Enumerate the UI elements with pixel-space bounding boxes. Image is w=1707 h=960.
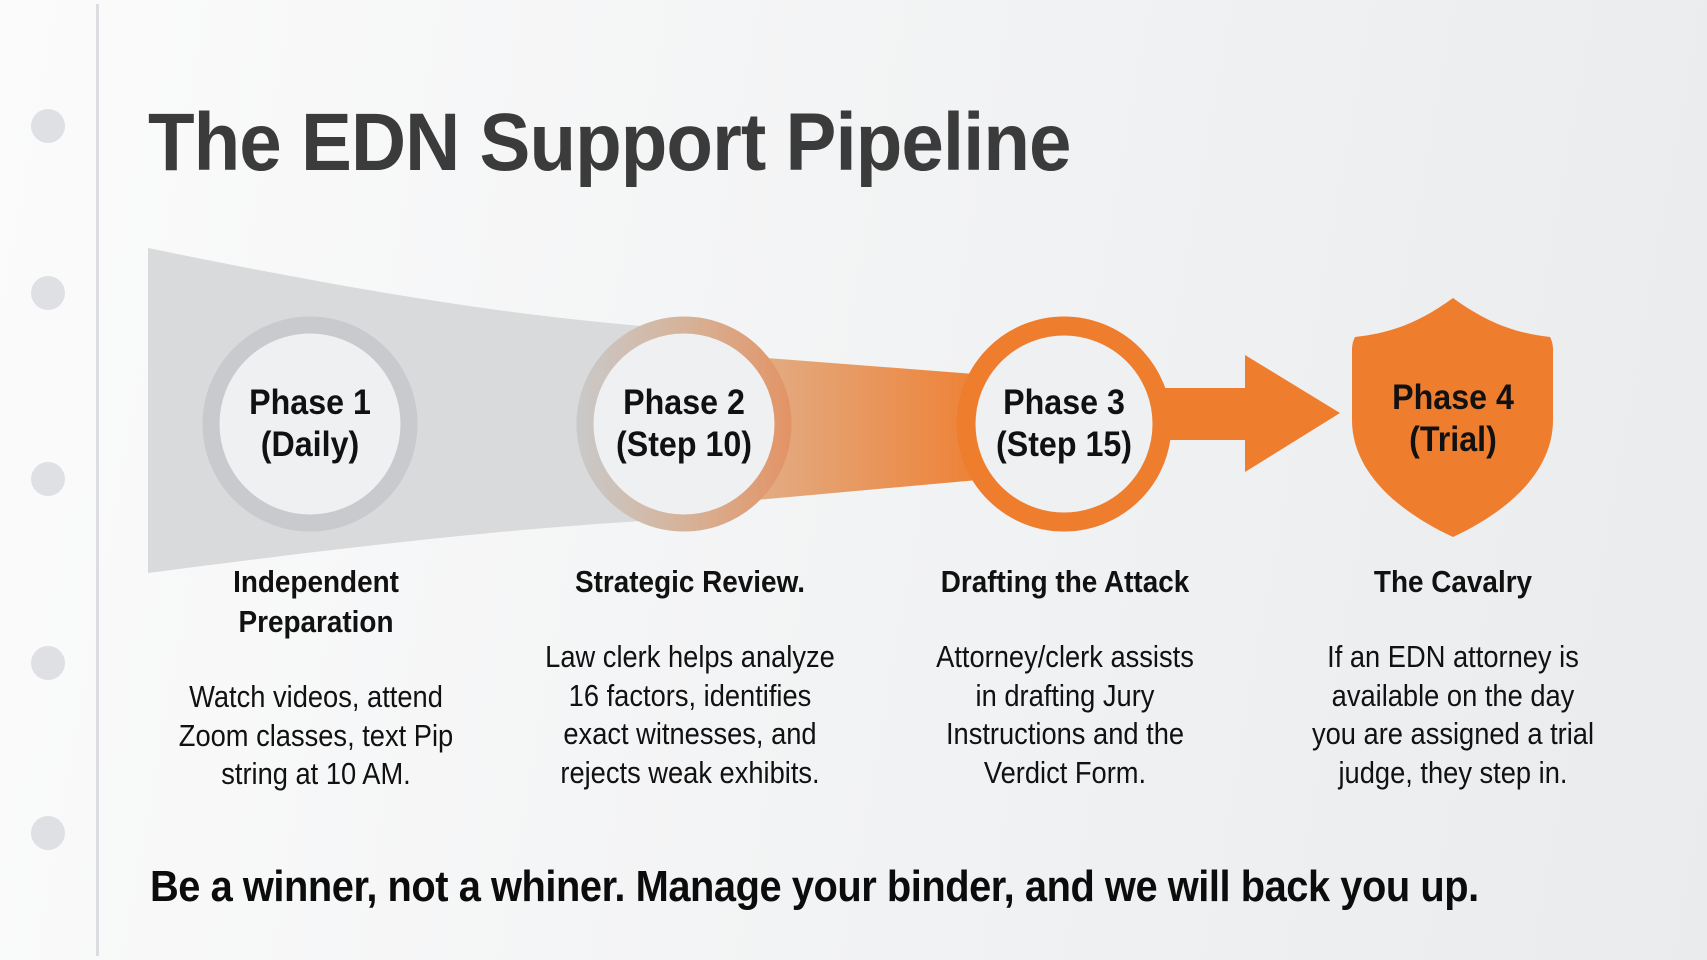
phase-description: Attorney/clerk assists in drafting Jury … <box>902 638 1228 792</box>
phase-sub: (Step 15) <box>996 425 1132 464</box>
description-line: Instructions and the <box>945 716 1185 751</box>
description-line: Law clerk helps analyze <box>545 639 835 674</box>
phase-2-ring <box>576 316 792 532</box>
punch-hole-icon <box>31 109 65 143</box>
description-line: Attorney/clerk assists <box>936 639 1194 674</box>
description-line: Zoom classes, text Pip <box>178 717 454 753</box>
phase-description: Law clerk helps analyze 16 factors, iden… <box>527 638 853 792</box>
heading-line: Strategic Review. <box>574 564 806 599</box>
phase-1-label: Phase 1 (Daily) <box>209 382 411 466</box>
phase-3-ring <box>956 316 1172 532</box>
phase-description: Watch videos, attend Zoom classes, text … <box>153 678 479 794</box>
tagline: Be a winner, not a whiner. Manage your b… <box>150 862 1479 911</box>
phase-name: Phase 4 <box>1392 378 1514 417</box>
phase-4-details: The Cavalry If an EDN attorney is availa… <box>1268 562 1638 792</box>
description-line: If an EDN attorney is <box>1327 639 1579 674</box>
description-line: Verdict Form. <box>983 754 1147 790</box>
phase-sub: (Daily) <box>260 425 360 464</box>
phase-3-details: Drafting the Attack Attorney/clerk assis… <box>880 562 1250 792</box>
phase-1-details: Independent Preparation Watch videos, at… <box>131 562 501 794</box>
phase-name: Phase 3 <box>1003 383 1125 422</box>
punch-hole-icon <box>31 462 65 496</box>
punch-hole-icon <box>31 276 65 310</box>
description-line: you are assigned a trial <box>1311 716 1595 751</box>
heading-line: The Cavalry <box>1373 564 1533 599</box>
heading-line: Independent <box>233 564 399 599</box>
description-line: string at 10 AM. <box>221 756 411 791</box>
punch-hole-icon <box>31 646 65 680</box>
description-line: available on the day <box>1331 677 1575 713</box>
phase-2-label: Phase 2 (Step 10) <box>583 382 785 466</box>
heading-line: Drafting the Attack <box>940 564 1190 599</box>
phase-sub: (Trial) <box>1409 420 1497 459</box>
phase-2-details: Strategic Review. Law clerk helps analyz… <box>505 562 875 792</box>
description-line: 16 factors, identifies <box>568 677 812 713</box>
punch-hole-icon <box>31 816 65 850</box>
phase-heading: The Cavalry <box>1287 562 1620 602</box>
phase-3-label: Phase 3 (Step 15) <box>963 382 1165 466</box>
phase-name: Phase 1 <box>249 383 371 422</box>
phase-heading: Independent Preparation <box>150 562 483 642</box>
description-line: Watch videos, attend <box>189 679 443 714</box>
phase-heading: Strategic Review. <box>524 562 857 602</box>
description-line: exact witnesses, and <box>563 716 817 751</box>
phase-1-ring <box>202 316 418 532</box>
phase-description: If an EDN attorney is available on the d… <box>1290 638 1616 792</box>
binder-margin-line <box>96 4 99 956</box>
phase-name: Phase 2 <box>623 383 745 422</box>
description-line: judge, they step in. <box>1338 754 1568 790</box>
phase-sub: (Step 10) <box>616 425 752 464</box>
heading-line: Preparation <box>238 604 394 639</box>
page-title: The EDN Support Pipeline <box>148 97 1071 188</box>
description-line: in drafting Jury <box>975 677 1155 713</box>
arrow-right-icon <box>1160 355 1340 472</box>
phase-heading: Drafting the Attack <box>899 562 1232 602</box>
shield-icon <box>1352 298 1553 537</box>
description-line: rejects weak exhibits. <box>560 754 820 790</box>
phase-4-label: Phase 4 (Trial) <box>1352 377 1554 461</box>
